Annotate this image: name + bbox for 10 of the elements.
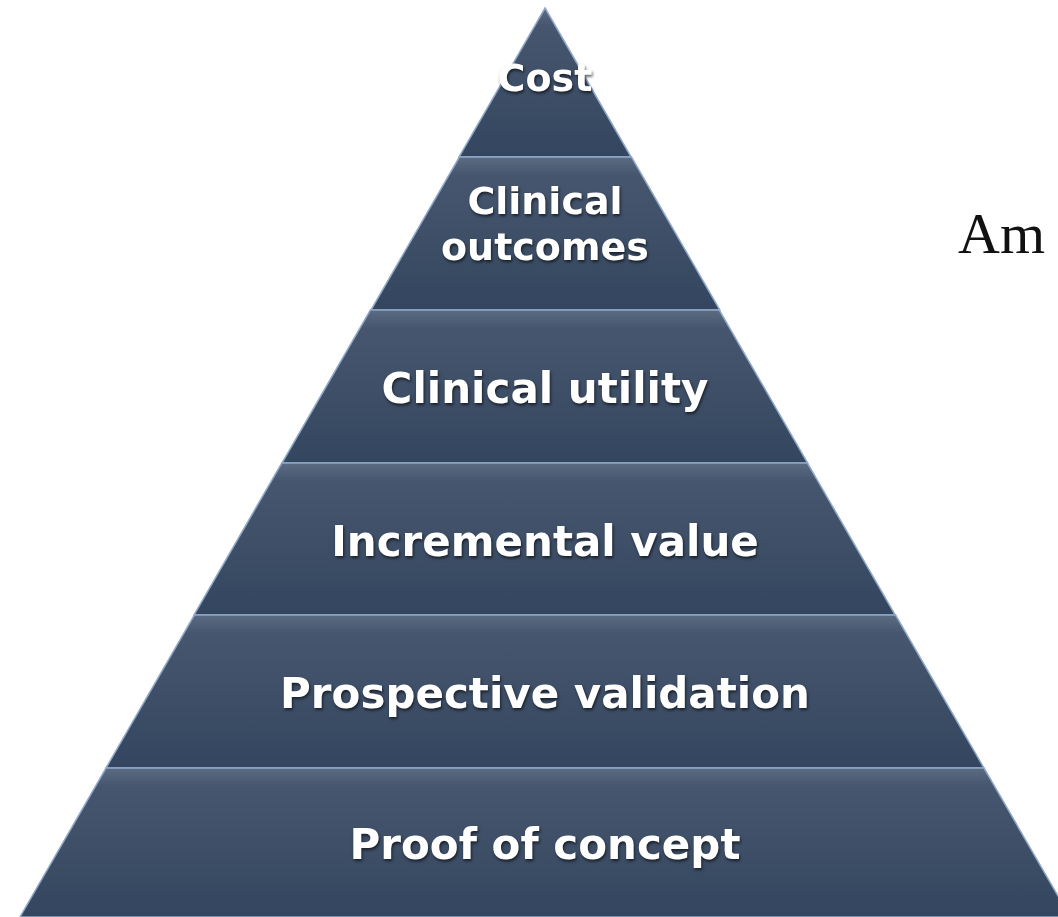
pyramid-level: [194, 463, 896, 615]
level-label: Clinical outcomes: [440, 179, 650, 271]
heading-fragment: Am: [958, 200, 1045, 267]
level-label: Incremental value: [330, 516, 760, 568]
level-label: Proof of concept: [348, 820, 742, 871]
level-label: Prospective validation: [279, 669, 811, 720]
pyramid-level: [282, 310, 808, 463]
pyramid-level: [106, 615, 984, 768]
pyramid-level: [19, 768, 1058, 917]
level-label: Clinical utility: [380, 364, 710, 415]
